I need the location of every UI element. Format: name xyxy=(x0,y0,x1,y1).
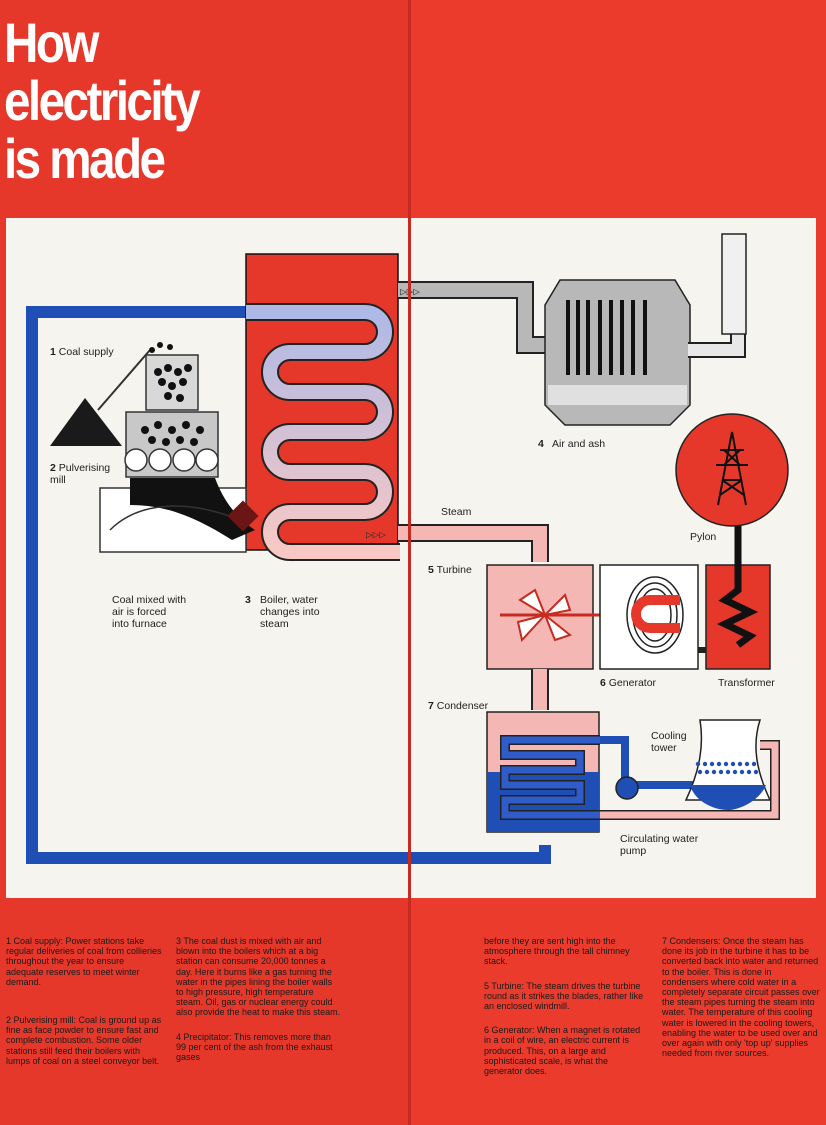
label-generator: 6 Generator xyxy=(600,677,657,689)
label-transformer: Transformer xyxy=(718,677,775,689)
label-boiler: Boiler, water changes into steam xyxy=(260,594,320,630)
paragraph-turbine: 5 Turbine: The steam drives the turbine … xyxy=(484,980,644,1012)
label-turbine: 5 Turbine xyxy=(428,564,472,576)
conveyor xyxy=(97,349,151,411)
label-cooling-tower: Cooling tower xyxy=(651,730,687,754)
text-column-1: 1 Coal supply: Power stations take regul… xyxy=(6,936,164,1080)
paragraph-condensers: 7 Condensers: Once the steam has done it… xyxy=(662,936,820,1059)
water-return-pipe xyxy=(26,306,551,864)
label-boiler-num: 3 xyxy=(245,594,251,606)
paragraph-pulverising-mill: 2 Pulverising mill: Coal is ground up as… xyxy=(6,1015,162,1066)
paragraph-coal-supply: 1 Coal supply: Power stations take regul… xyxy=(6,936,162,987)
page-title: How electricity is made xyxy=(4,11,201,190)
paragraph-precipitator-cont: before they are sent high into the atmos… xyxy=(484,936,630,967)
pylon xyxy=(716,431,748,506)
label-coal-supply: 1 Coal supply xyxy=(50,346,114,358)
label-pulverising-mill: 2 Pulverising mill xyxy=(50,462,111,486)
label-coal-mixed: Coal mixed with air is forced into furna… xyxy=(112,594,187,630)
paragraph-precipitator: 4 Precipitator: This removes more than 9… xyxy=(176,1031,333,1063)
label-pylon: Pylon xyxy=(690,531,717,543)
text-column-3: before they are sent high into the atmos… xyxy=(484,936,648,1090)
pylon-circle xyxy=(675,413,789,527)
paragraph-generator: 6 Generator: When a magnet is rotated in… xyxy=(484,1025,641,1077)
paragraph-boiler: 3 The coal dust is mixed with air and bl… xyxy=(176,936,341,1018)
cooling-tower xyxy=(684,719,772,801)
label-steam: Steam xyxy=(441,506,472,518)
svg-text:▷▷▷: ▷▷▷ xyxy=(366,528,386,541)
label-air-ash: 4 Air and ash xyxy=(538,438,606,450)
turbine-blades xyxy=(516,588,573,643)
label-condenser: 7 Condenser xyxy=(428,700,489,712)
chimney-stack xyxy=(721,233,747,335)
circulating-pump xyxy=(615,776,639,800)
page-fold xyxy=(408,0,411,1125)
magnet xyxy=(631,595,680,633)
generator xyxy=(599,564,699,670)
coal-heap xyxy=(50,398,122,446)
power-station-diagram: ▷▷▷ ▷▷▷ xyxy=(26,233,789,864)
label-circulating-pump: Circulating water pump xyxy=(620,833,699,857)
text-column-2: 3 The coal dust is mixed with air and bl… xyxy=(176,936,342,1076)
precipitator-plates xyxy=(566,300,647,375)
text-column-4: 7 Condensers: Once the steam has done it… xyxy=(662,936,820,1072)
